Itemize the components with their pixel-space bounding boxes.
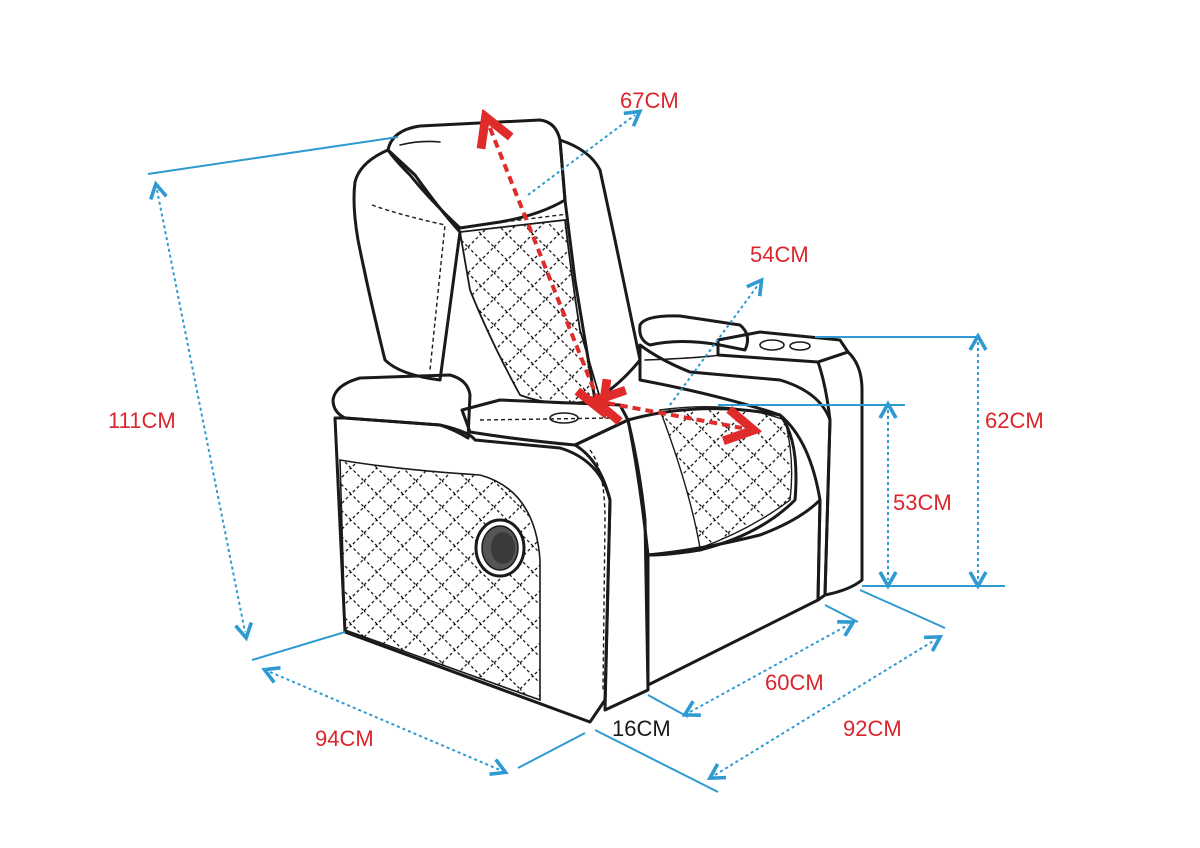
label-seat-width: 60CM (765, 670, 824, 695)
label-armrest-width: 16CM (612, 716, 671, 741)
right-side-outer (816, 350, 864, 597)
cup-holder-icon (789, 341, 811, 351)
side-quilted-panel (339, 459, 541, 702)
recliner-chair (331, 118, 864, 724)
speaker-icon (474, 518, 526, 578)
backrest-left-wing (352, 148, 462, 382)
right-armrest-pad (638, 314, 750, 352)
cup-holder-icon (759, 339, 785, 351)
left-armrest-pad (331, 373, 472, 440)
seat-quilted-panel (659, 405, 793, 549)
label-arm-height: 62CM (985, 408, 1044, 433)
label-total-width: 94CM (315, 726, 374, 751)
dimension-labels: 67CM 54CM 111CM 62CM 53CM 94CM 16CM 60CM… (108, 88, 1044, 751)
front-footrest (646, 498, 822, 687)
label-seat-height: 53CM (893, 490, 952, 515)
measurement-lines (147, 115, 1005, 793)
left-console (460, 398, 630, 447)
label-total-height: 111CM (108, 408, 176, 433)
label-total-depth: 92CM (843, 716, 902, 741)
label-seat-depth: 54CM (750, 242, 809, 267)
label-backrest-height: 67CM (620, 88, 679, 113)
